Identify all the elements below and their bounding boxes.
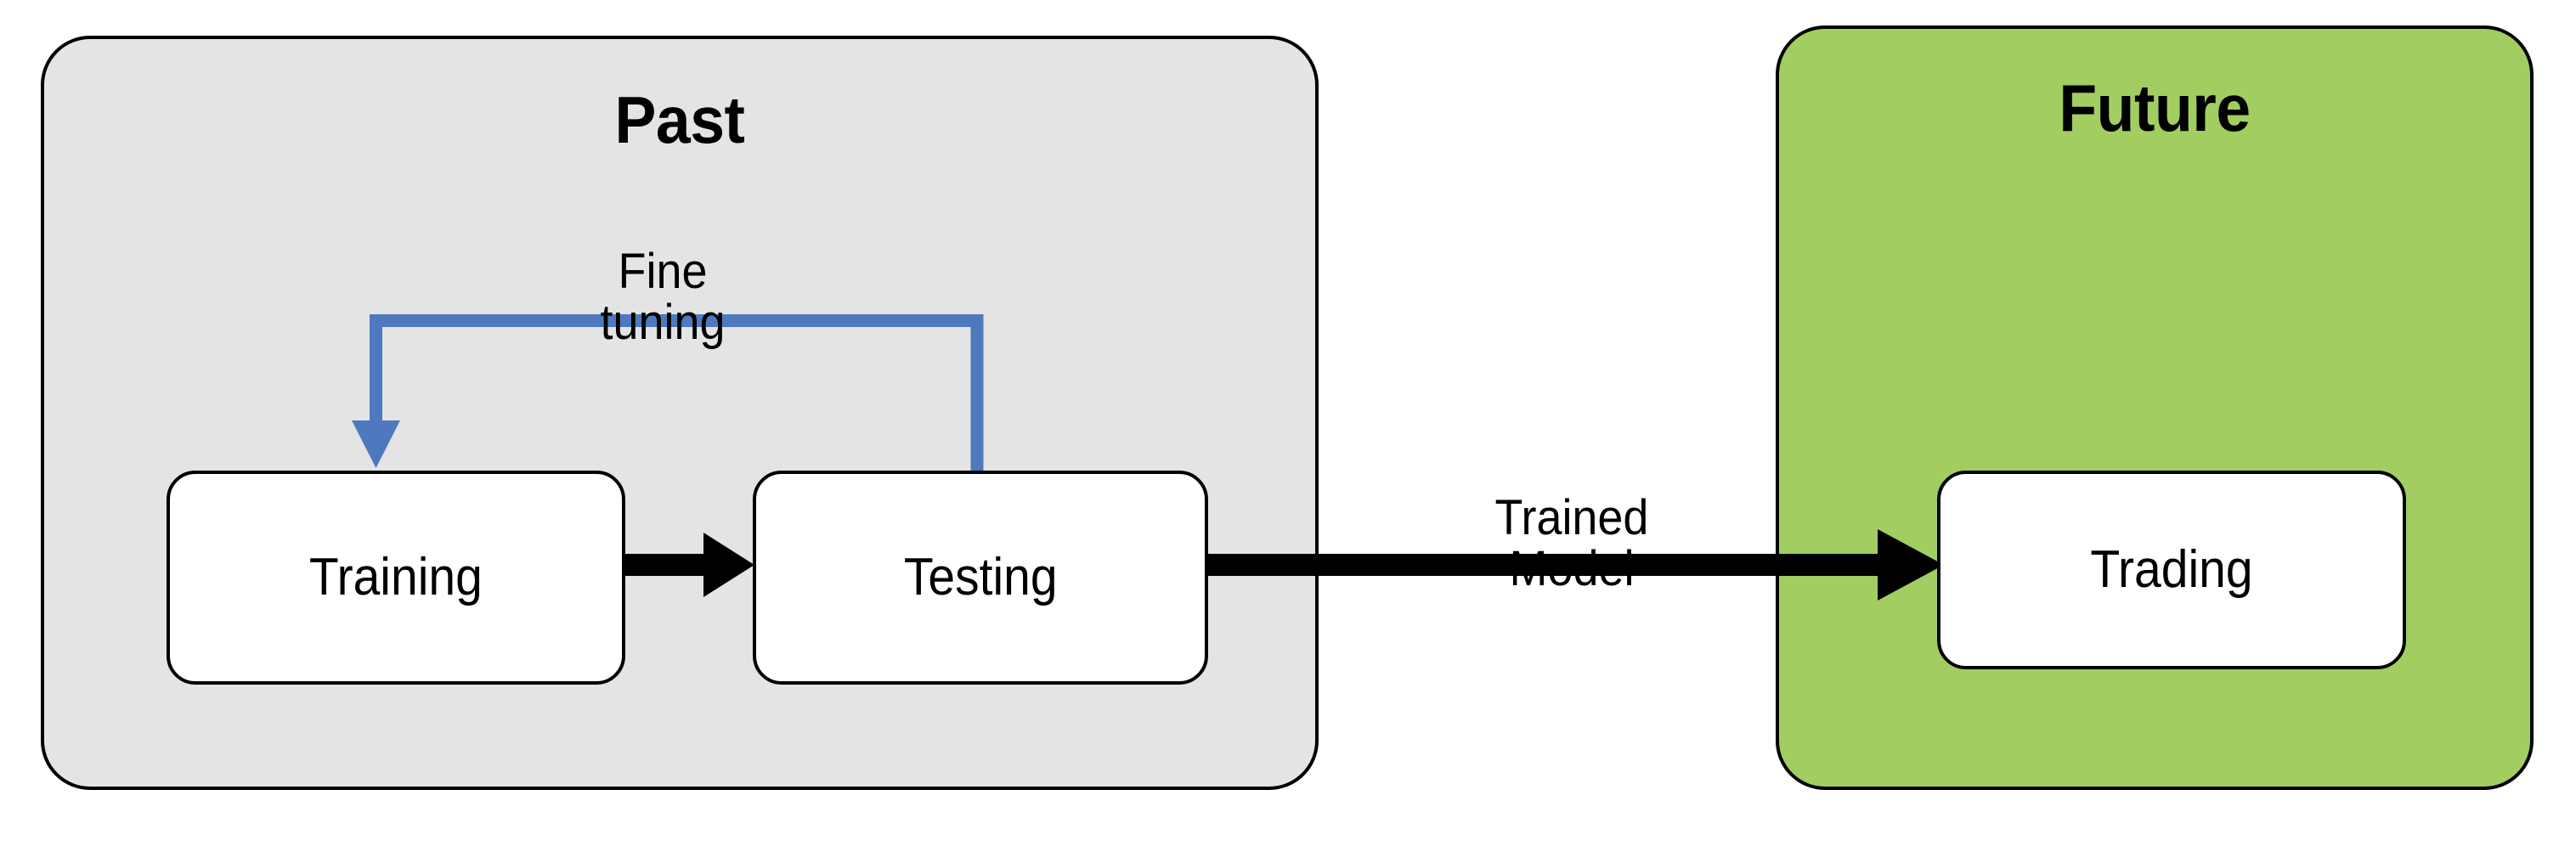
trained-model-edge-label: Trained Model <box>1494 490 1649 597</box>
node-testing[interactable]: Testing <box>753 471 1208 685</box>
future-panel-title: Future <box>2059 71 2251 145</box>
node-training-label: Training <box>309 548 483 606</box>
node-trading-label: Trading <box>2090 540 2253 599</box>
node-trading[interactable]: Trading <box>1937 471 2406 669</box>
past-panel-title: Past <box>614 82 745 157</box>
fine-tuning-edge-label: Fine tuning <box>600 244 726 351</box>
node-testing-label: Testing <box>903 548 1058 606</box>
node-training[interactable]: Training <box>167 471 625 685</box>
